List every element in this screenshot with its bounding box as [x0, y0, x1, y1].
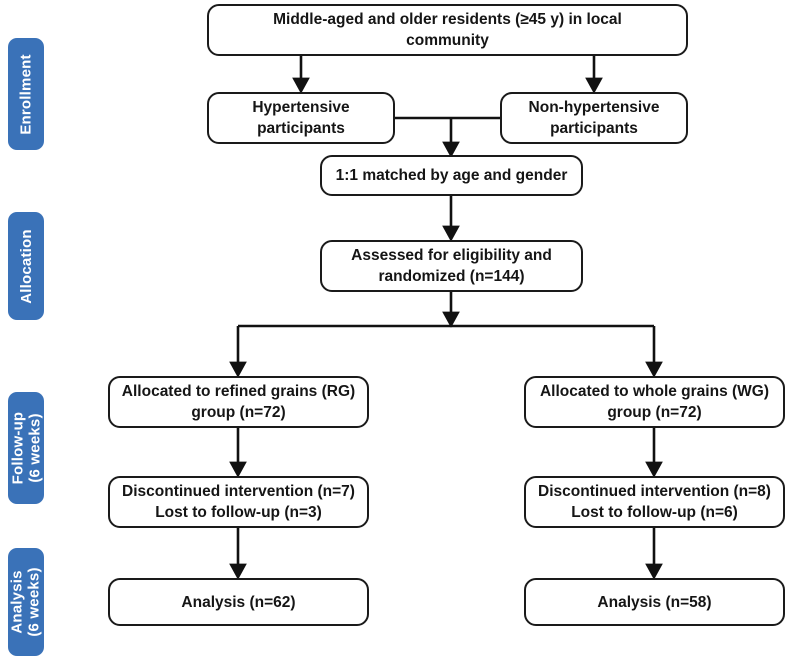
stage-badge-analysis: Analysis (6 weeks) — [8, 548, 44, 656]
node-non-hypertensive-text: Non-hypertensive participants — [508, 97, 680, 139]
node-allocated-wg-line1: Allocated to whole grains (WG) — [539, 383, 770, 400]
node-analysis-rg-line1: Analysis (n=62) — [181, 593, 296, 611]
stage-badge-enrollment-line1: Enrollment — [17, 53, 35, 135]
node-non-hypertensive: Non-hypertensive participants — [500, 92, 688, 144]
node-source-population: Middle-aged and older residents (≥45 y) … — [207, 4, 688, 56]
node-discontinued-rg: Discontinued intervention (n=7) Lost to … — [108, 476, 369, 528]
stage-badge-followup: Follow-up (6 weeks) — [8, 392, 44, 504]
node-discontinued-wg-line2: Lost to follow-up (n=6) — [571, 504, 738, 521]
node-non-hypertensive-line1: Non-hypertensive — [528, 99, 660, 116]
node-allocated-wg-line2: group (n=72) — [607, 404, 702, 421]
node-discontinued-wg-line1: Discontinued intervention (n=8) — [538, 483, 771, 500]
node-analysis-wg-line1: Analysis (n=58) — [597, 593, 712, 611]
node-hypertensive-line1: Hypertensive — [252, 99, 350, 116]
node-hypertensive-line2: participants — [257, 120, 345, 137]
node-source-population-line1: Middle-aged and older residents (≥45 y) … — [273, 11, 622, 28]
node-assessed-text: Assessed for eligibility and randomized … — [328, 245, 575, 287]
node-allocated-rg-text: Allocated to refined grains (RG) group (… — [116, 381, 361, 423]
stage-badge-followup-line1: Follow-up — [9, 411, 26, 485]
node-allocated-rg-line2: group (n=72) — [191, 404, 286, 421]
stage-badge-enrollment-label: Enrollment — [18, 54, 35, 134]
node-assessed-line2: randomized (n=144) — [378, 268, 525, 285]
stage-badge-followup-label: Follow-up (6 weeks) — [9, 412, 43, 485]
node-non-hypertensive-line2: participants — [550, 120, 638, 137]
node-allocated-rg-line1: Allocated to refined grains (RG) — [121, 383, 356, 400]
stage-badge-followup-line2: (6 weeks) — [26, 413, 43, 483]
node-hypertensive: Hypertensive participants — [207, 92, 395, 144]
node-allocated-wg: Allocated to whole grains (WG) group (n=… — [524, 376, 785, 428]
node-allocated-wg-text: Allocated to whole grains (WG) group (n=… — [532, 381, 777, 423]
node-discontinued-rg-text: Discontinued intervention (n=7) Lost to … — [116, 481, 361, 523]
node-allocated-rg: Allocated to refined grains (RG) group (… — [108, 376, 369, 428]
node-assessed: Assessed for eligibility and randomized … — [320, 240, 583, 292]
stage-badge-allocation-label: Allocation — [18, 229, 35, 304]
node-discontinued-rg-line1: Discontinued intervention (n=7) — [122, 483, 355, 500]
node-source-population-line2: community — [406, 32, 489, 49]
node-source-population-text: Middle-aged and older residents (≥45 y) … — [215, 9, 680, 51]
node-matched-text: 1:1 matched by age and gender — [328, 165, 575, 186]
stage-badge-allocation-line1: Allocation — [17, 228, 35, 304]
stage-badge-enrollment: Enrollment — [8, 38, 44, 150]
node-analysis-rg: Analysis (n=62) — [108, 578, 369, 626]
node-assessed-line1: Assessed for eligibility and — [351, 247, 552, 264]
stage-badge-allocation: Allocation — [8, 212, 44, 320]
node-discontinued-wg: Discontinued intervention (n=8) Lost to … — [524, 476, 785, 528]
stage-badge-analysis-label: Analysis (6 weeks) — [9, 567, 43, 636]
stage-badge-analysis-line1: Analysis — [9, 570, 26, 634]
node-discontinued-rg-line2: Lost to follow-up (n=3) — [155, 504, 322, 521]
node-analysis-wg-text: Analysis (n=58) — [532, 592, 777, 613]
node-hypertensive-text: Hypertensive participants — [215, 97, 387, 139]
stage-badge-analysis-line2: (6 weeks) — [26, 567, 43, 637]
node-discontinued-wg-text: Discontinued intervention (n=8) Lost to … — [532, 481, 777, 523]
node-analysis-wg: Analysis (n=58) — [524, 578, 785, 626]
node-matched: 1:1 matched by age and gender — [320, 155, 583, 196]
node-matched-line1: 1:1 matched by age and gender — [335, 167, 568, 184]
node-analysis-rg-text: Analysis (n=62) — [116, 592, 361, 613]
